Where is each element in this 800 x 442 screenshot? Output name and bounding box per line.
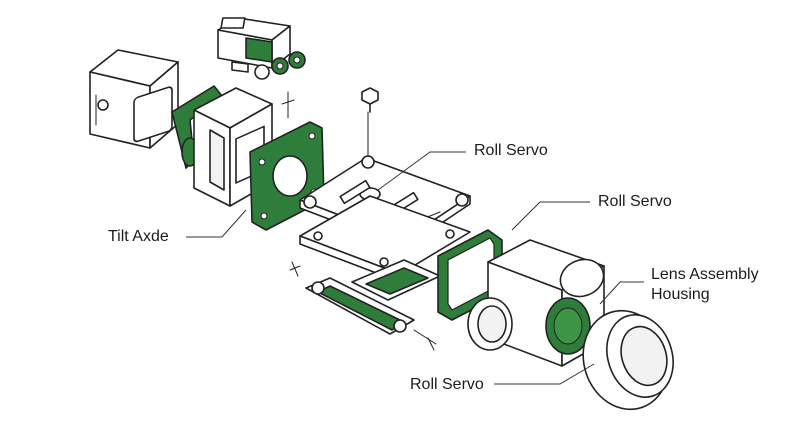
servo-module-top (217, 17, 306, 80)
bottom-green-bracket (305, 259, 441, 351)
label-lens-assembly-line2: Housing (651, 286, 710, 303)
leader-lines (186, 151, 644, 385)
bolt-part (361, 87, 379, 189)
label-tilt-axle: Tilt Axde (108, 228, 169, 245)
lower-plate (289, 195, 471, 283)
label-roll-servo-right: Roll Servo (598, 193, 672, 210)
label-lens-assembly-line1: Lens Assembly (651, 266, 759, 283)
label-roll-servo-bottom: Roll Servo (410, 376, 484, 393)
cube-housing (467, 239, 605, 367)
left-housing-block (89, 49, 179, 149)
label-roll-servo-top: Roll Servo (474, 142, 548, 159)
lens-ring (582, 309, 674, 411)
